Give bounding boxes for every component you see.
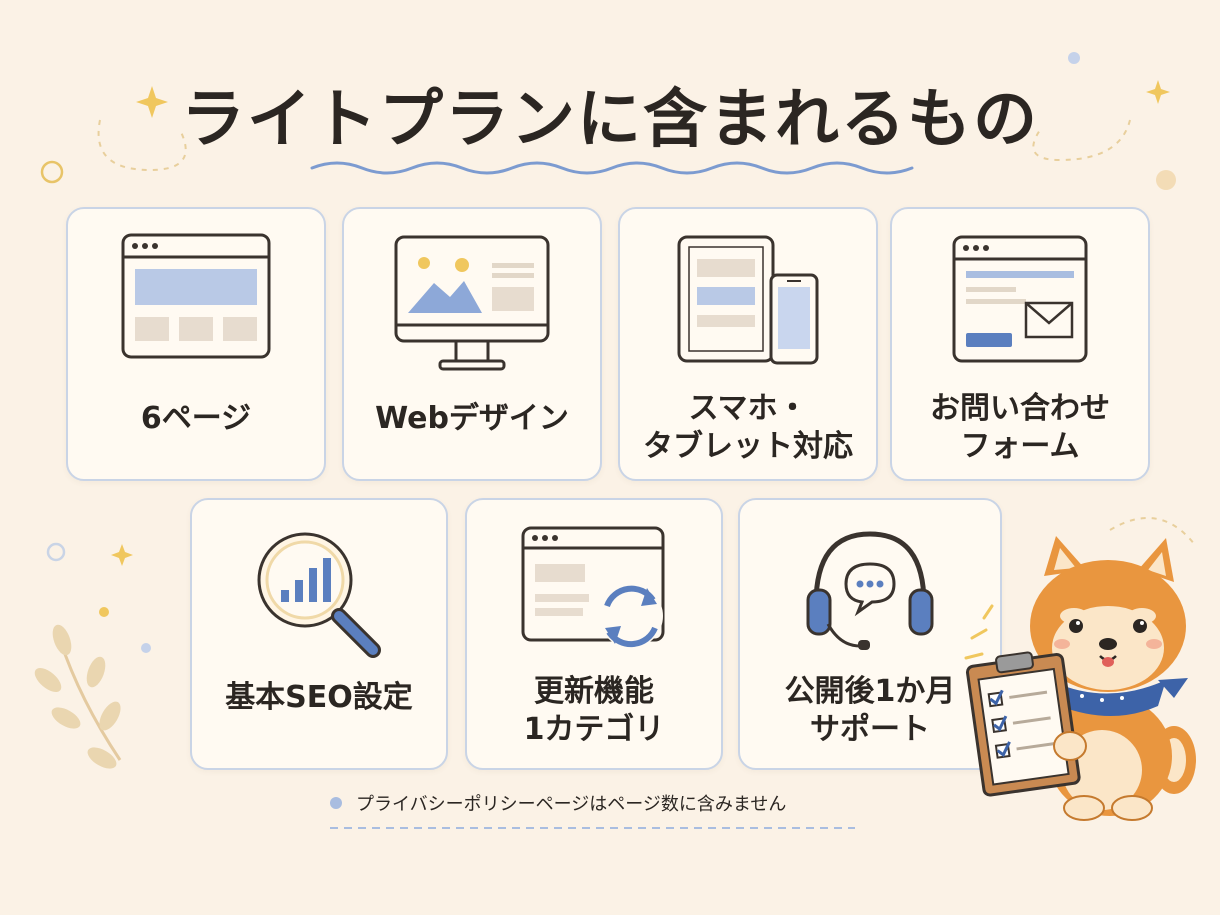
- leaf-branch-decoration: [34, 624, 122, 769]
- browser-window-icon: [121, 233, 271, 359]
- feature-label: スマホ・: [688, 391, 808, 426]
- feature-label: サポート: [810, 712, 930, 747]
- feature-label: 公開後1か月: [784, 674, 956, 709]
- magnifier-chart-icon: [257, 532, 381, 658]
- circle-decoration: [1068, 52, 1080, 64]
- circle-decoration: [46, 542, 66, 562]
- feature-label: 1カテゴリ: [523, 712, 665, 747]
- feature-card-web-design: Webデザイン: [342, 207, 602, 481]
- sparkle-icon: [111, 544, 133, 566]
- footnote: プライバシーポリシーページはページ数に含みません: [330, 790, 860, 816]
- feature-card-support: 公開後1か月 サポート: [738, 498, 1002, 770]
- circle-decoration: [40, 160, 64, 184]
- circle-decoration: [141, 643, 151, 653]
- circle-decoration: [99, 607, 109, 617]
- feature-label: フォーム: [960, 429, 1080, 464]
- circle-decoration: [1156, 170, 1176, 190]
- feature-label: 6ページ: [140, 401, 252, 436]
- feature-label: 基本SEO設定: [225, 680, 413, 715]
- feature-card-update: 更新機能 1カテゴリ: [465, 498, 723, 770]
- browser-refresh-icon: [521, 526, 665, 648]
- sparkle-icon: [1146, 80, 1170, 104]
- feature-card-pages: 6ページ: [66, 207, 326, 481]
- footnote-text: プライバシーポリシーページはページ数に含みません: [356, 794, 787, 815]
- headset-icon: [806, 531, 934, 650]
- feature-card-contact-form: お問い合わせ フォーム: [890, 207, 1150, 481]
- feature-card-responsive: スマホ・ タブレット対応: [618, 207, 878, 481]
- sparkle-icon: [136, 86, 168, 118]
- shiba-mascot-illustration: [964, 536, 1196, 821]
- desktop-monitor-icon: [394, 235, 550, 371]
- bullet-dot-icon: [330, 797, 342, 809]
- feature-label: お問い合わせ: [930, 391, 1110, 426]
- feature-label: 更新機能: [534, 674, 654, 709]
- feature-card-seo: 基本SEO設定: [190, 498, 448, 770]
- feature-label: Webデザイン: [375, 401, 569, 436]
- page-title: ライトプランに含まれるもの: [181, 83, 1039, 157]
- feature-label: タブレット対応: [643, 429, 853, 464]
- title-underline: [310, 161, 914, 175]
- contact-form-icon: [952, 235, 1088, 363]
- tablet-smartphone-icon: [677, 235, 819, 365]
